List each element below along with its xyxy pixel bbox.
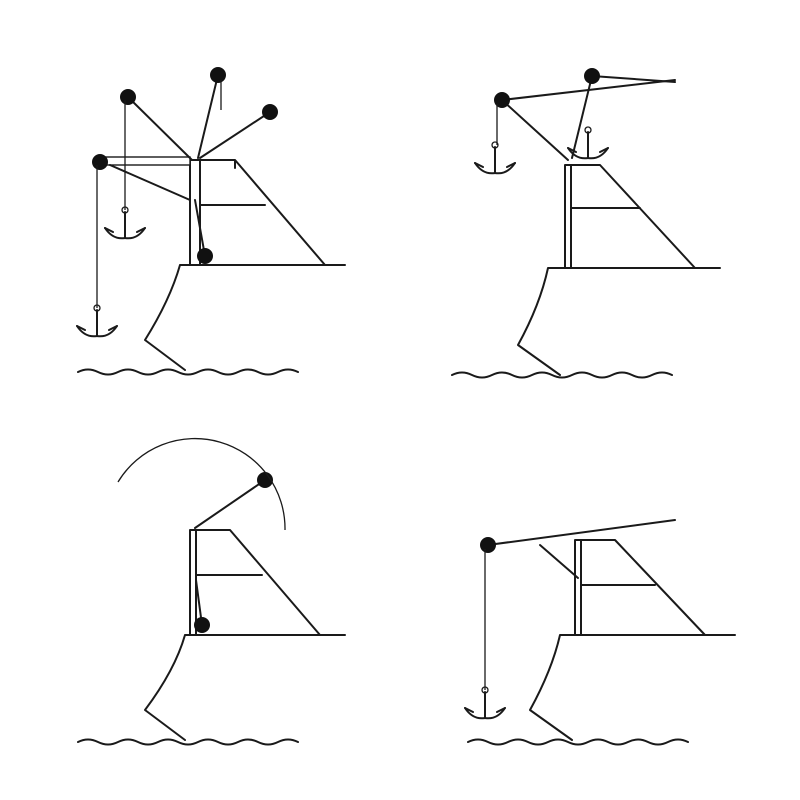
arm (571, 75, 593, 159)
anchor-icon (104, 206, 146, 240)
arm (194, 479, 266, 529)
frame (189, 159, 326, 266)
pulley (494, 92, 510, 108)
frame (189, 529, 321, 636)
frame (564, 164, 696, 269)
anchor-icon (464, 686, 506, 720)
pulley (584, 68, 600, 84)
hull (144, 264, 346, 371)
panel-4-deployed-anchor (464, 519, 736, 746)
pulleys (92, 67, 278, 264)
arm (501, 99, 569, 161)
frame (574, 539, 706, 636)
hull (529, 634, 736, 741)
panel-1-multiple-positions (76, 67, 346, 376)
pulley (257, 472, 273, 488)
hull (144, 634, 346, 741)
arm (591, 75, 676, 83)
hull (517, 267, 721, 376)
arm (487, 519, 676, 546)
pulley (480, 537, 496, 553)
anchor-icon (474, 141, 516, 175)
panel-2-stowed-anchor (451, 68, 721, 379)
anchor-icon (76, 304, 118, 338)
waves (77, 368, 299, 376)
pulley (194, 617, 210, 633)
swing-arc (117, 437, 286, 531)
arms (99, 74, 271, 257)
arm (539, 544, 579, 579)
waves (77, 738, 299, 746)
anchor-icon (567, 126, 609, 160)
waves (467, 738, 689, 746)
waves (451, 371, 673, 379)
panel-3-swing-arc (77, 437, 346, 746)
